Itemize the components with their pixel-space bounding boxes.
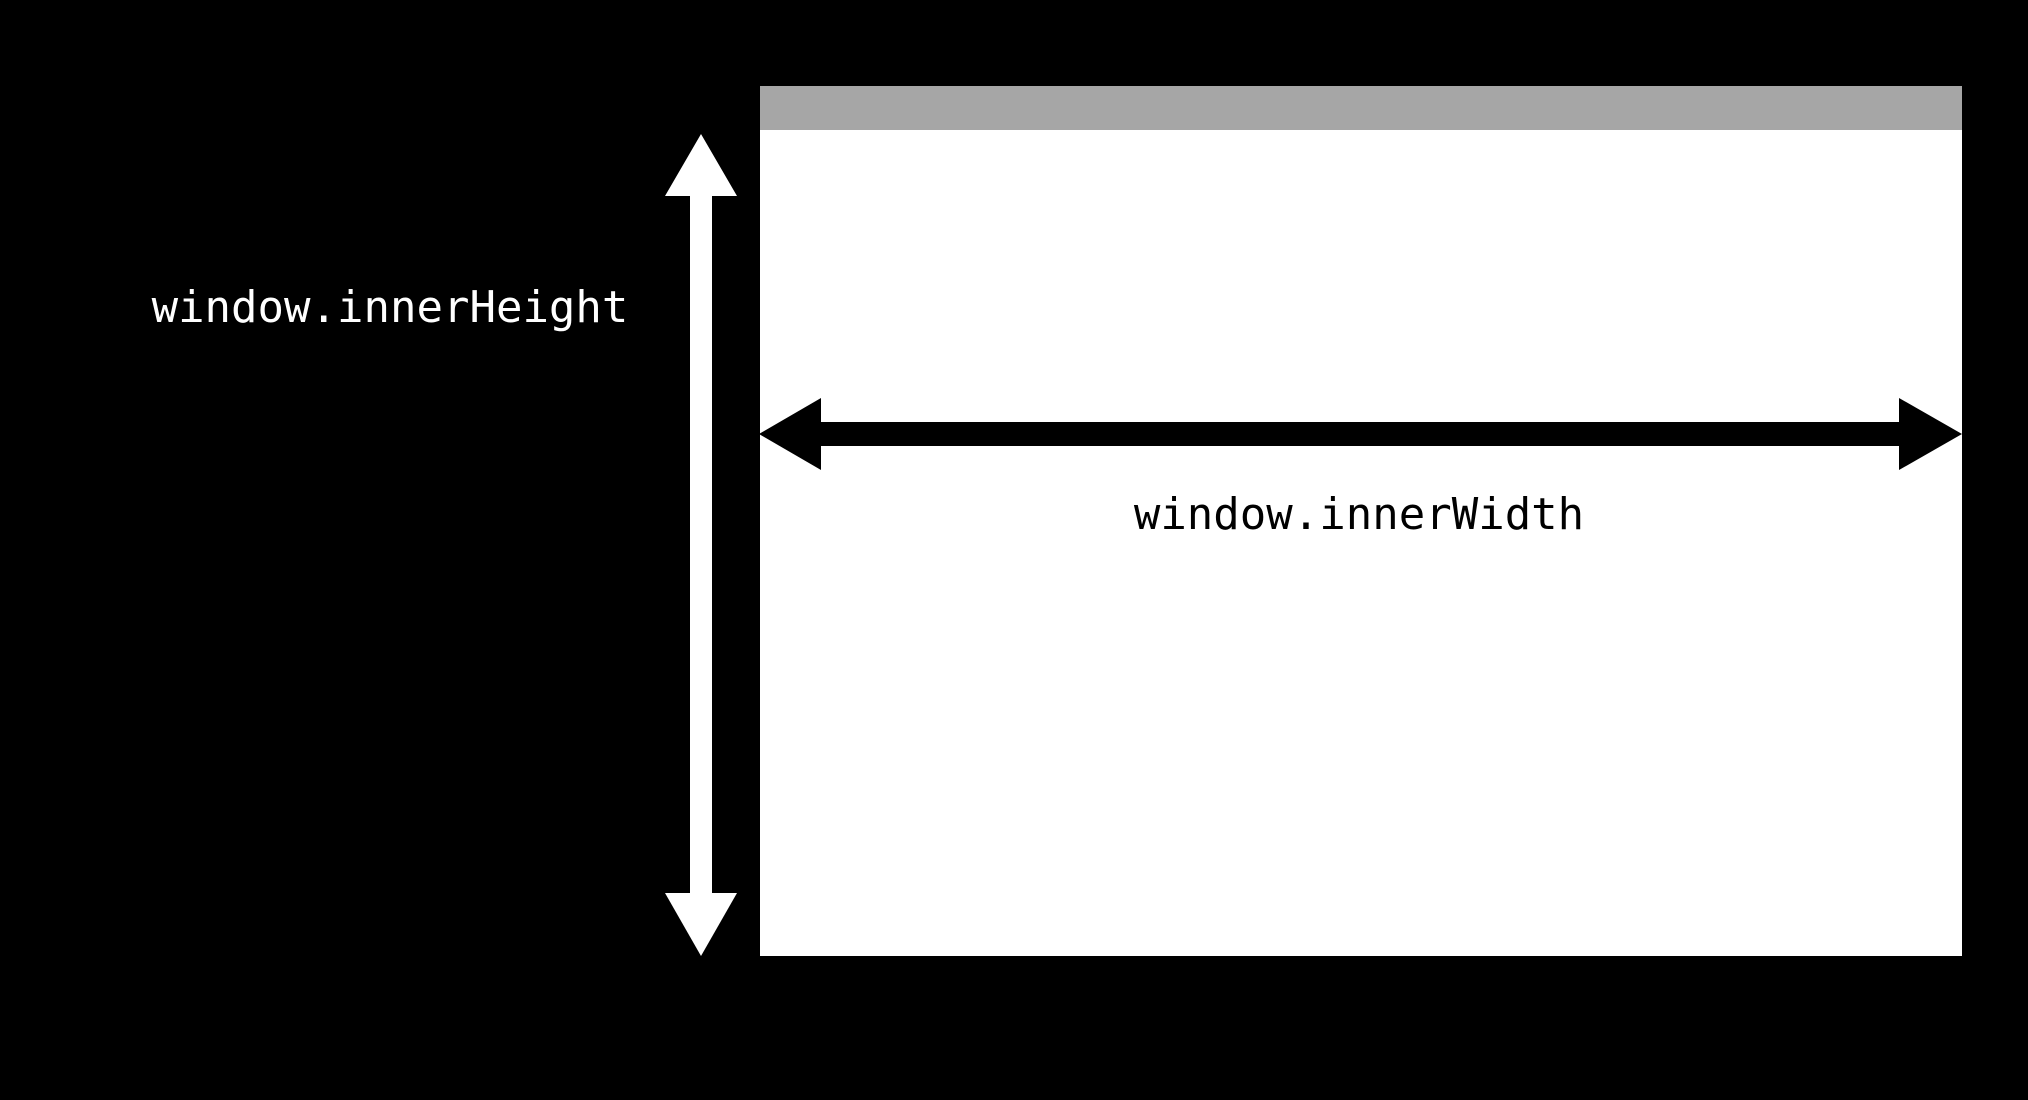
inner-height-arrow-shaft: [690, 190, 712, 900]
arrow-left-icon: [759, 398, 821, 470]
inner-width-arrow: [759, 398, 1962, 470]
arrow-right-icon: [1899, 398, 1962, 470]
browser-window-titlebar: [760, 86, 1962, 130]
arrow-up-icon: [665, 134, 737, 196]
inner-width-label: window.innerWidth: [1134, 489, 1584, 540]
arrow-down-icon: [665, 893, 737, 956]
browser-window: [760, 86, 1962, 956]
inner-height-arrow: [665, 134, 737, 956]
inner-width-arrow-shaft: [815, 422, 1907, 446]
inner-height-label: window.innerHeight: [152, 282, 629, 333]
browser-window-viewport: [760, 86, 1962, 956]
